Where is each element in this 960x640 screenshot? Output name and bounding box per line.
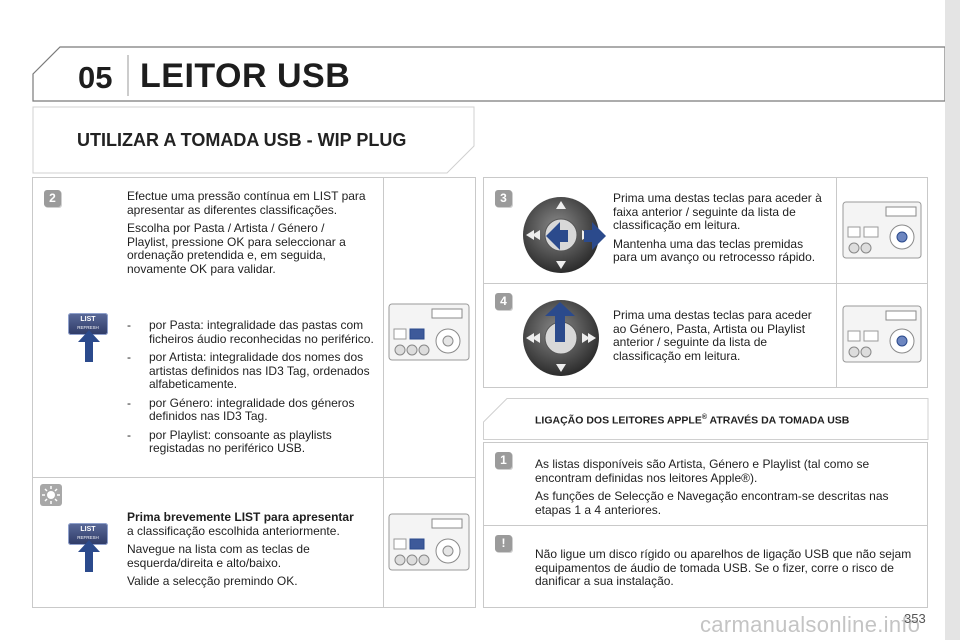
step3-para1: Prima uma destas teclas para aceder à fa… [613,191,822,232]
step4-para1: Prima uma destas teclas para aceder ao G… [613,308,812,363]
radio-unit-illustration [388,303,470,361]
step-badge-4: 4 [495,293,512,310]
up-arrow-icon-2 [78,540,100,572]
step2-para1: Efectue uma pressão contínua em LIST par… [127,189,366,217]
left-right-arrows-icon [546,222,606,250]
radio-unit-illustration-2 [388,513,470,571]
step4-text: Prima uma destas teclas para aceder ao G… [613,308,828,368]
apple-text: As listas disponíveis são Artista, Géner… [535,457,920,522]
page-edge-strip [945,0,960,640]
bullet-genero: -por Género: integralidade dos géneros d… [127,395,355,423]
warning-para: Não ligue um disco rígido ou aparelhos d… [535,547,912,588]
list-refresh-button-icon: LIST REFRESH [68,313,108,335]
watermark: carmanualsonline.info [700,612,921,637]
step2-bullet-list: -por Pasta: integralidade das pastas com… [127,318,377,461]
bullet-artista: -por Artista: integralidade dos nomes do… [127,350,370,391]
tip-para3: Valide a selecção premindo OK. [127,574,298,588]
radio-unit-illustration-3 [842,201,922,259]
apple-panel-separator [484,525,927,526]
list-label-2: LIST [80,526,96,533]
radio-unit-illustration-4 [842,305,922,363]
left-panel-separator [33,477,475,478]
right-top-divider [836,178,837,387]
bullet-playlist: -por Playlist: consoante as playlists re… [127,427,332,455]
step-badge-2: 2 [44,190,61,207]
left-panel-divider [383,178,384,607]
tip-sun-icon [40,484,62,506]
chapter-number: 05 [78,60,113,95]
warning-text: Não ligue um disco rígido ou aparelhos d… [535,547,920,594]
list-label: LIST [80,316,96,323]
tip-text1: a classificação escolhida anteriormente. [127,523,340,538]
apple-section-title: LIGAÇÃO DOS LEITORES APPLE® ATRAVÉS DA T… [535,414,850,427]
section-title: UTILIZAR A TOMADA USB - WIP PLUG [77,130,407,150]
step3-para2: Mantenha uma das teclas premidas para um… [613,236,816,264]
page-number: 353 [904,611,926,626]
step-badge-3: 3 [495,190,512,207]
refresh-label-2: REFRESH [77,535,99,540]
right-top-separator [484,283,927,284]
list-refresh-button-icon-2: LIST REFRESH [68,523,108,545]
up-arrow-icon [78,330,100,362]
refresh-label: REFRESH [77,325,99,330]
bullet-pasta: -por Pasta: integralidade das pastas com… [127,318,374,346]
header-frame [32,46,946,174]
warning-icon: ! [495,535,512,552]
step2-para2: Escolha por Pasta / Artista / Género / P… [127,221,346,276]
apple-title-frame [483,398,929,440]
chapter-title: LEITOR USB [140,57,351,95]
tip-para2: Navegue na lista com as teclas de esquer… [127,542,310,570]
step-badge-1: 1 [495,452,512,469]
apple-para2: As funções de Selecção e Navegação encon… [535,489,889,517]
step2-text: Efectue uma pressão contínua em LIST par… [127,189,367,281]
tip-bold: Prima brevemente LIST para apresentar [127,510,354,524]
up-arrow-icon-3 [545,302,575,342]
step3-text: Prima uma destas teclas para aceder à fa… [613,191,828,270]
apple-para1: As listas disponíveis são Artista, Géner… [535,457,870,485]
